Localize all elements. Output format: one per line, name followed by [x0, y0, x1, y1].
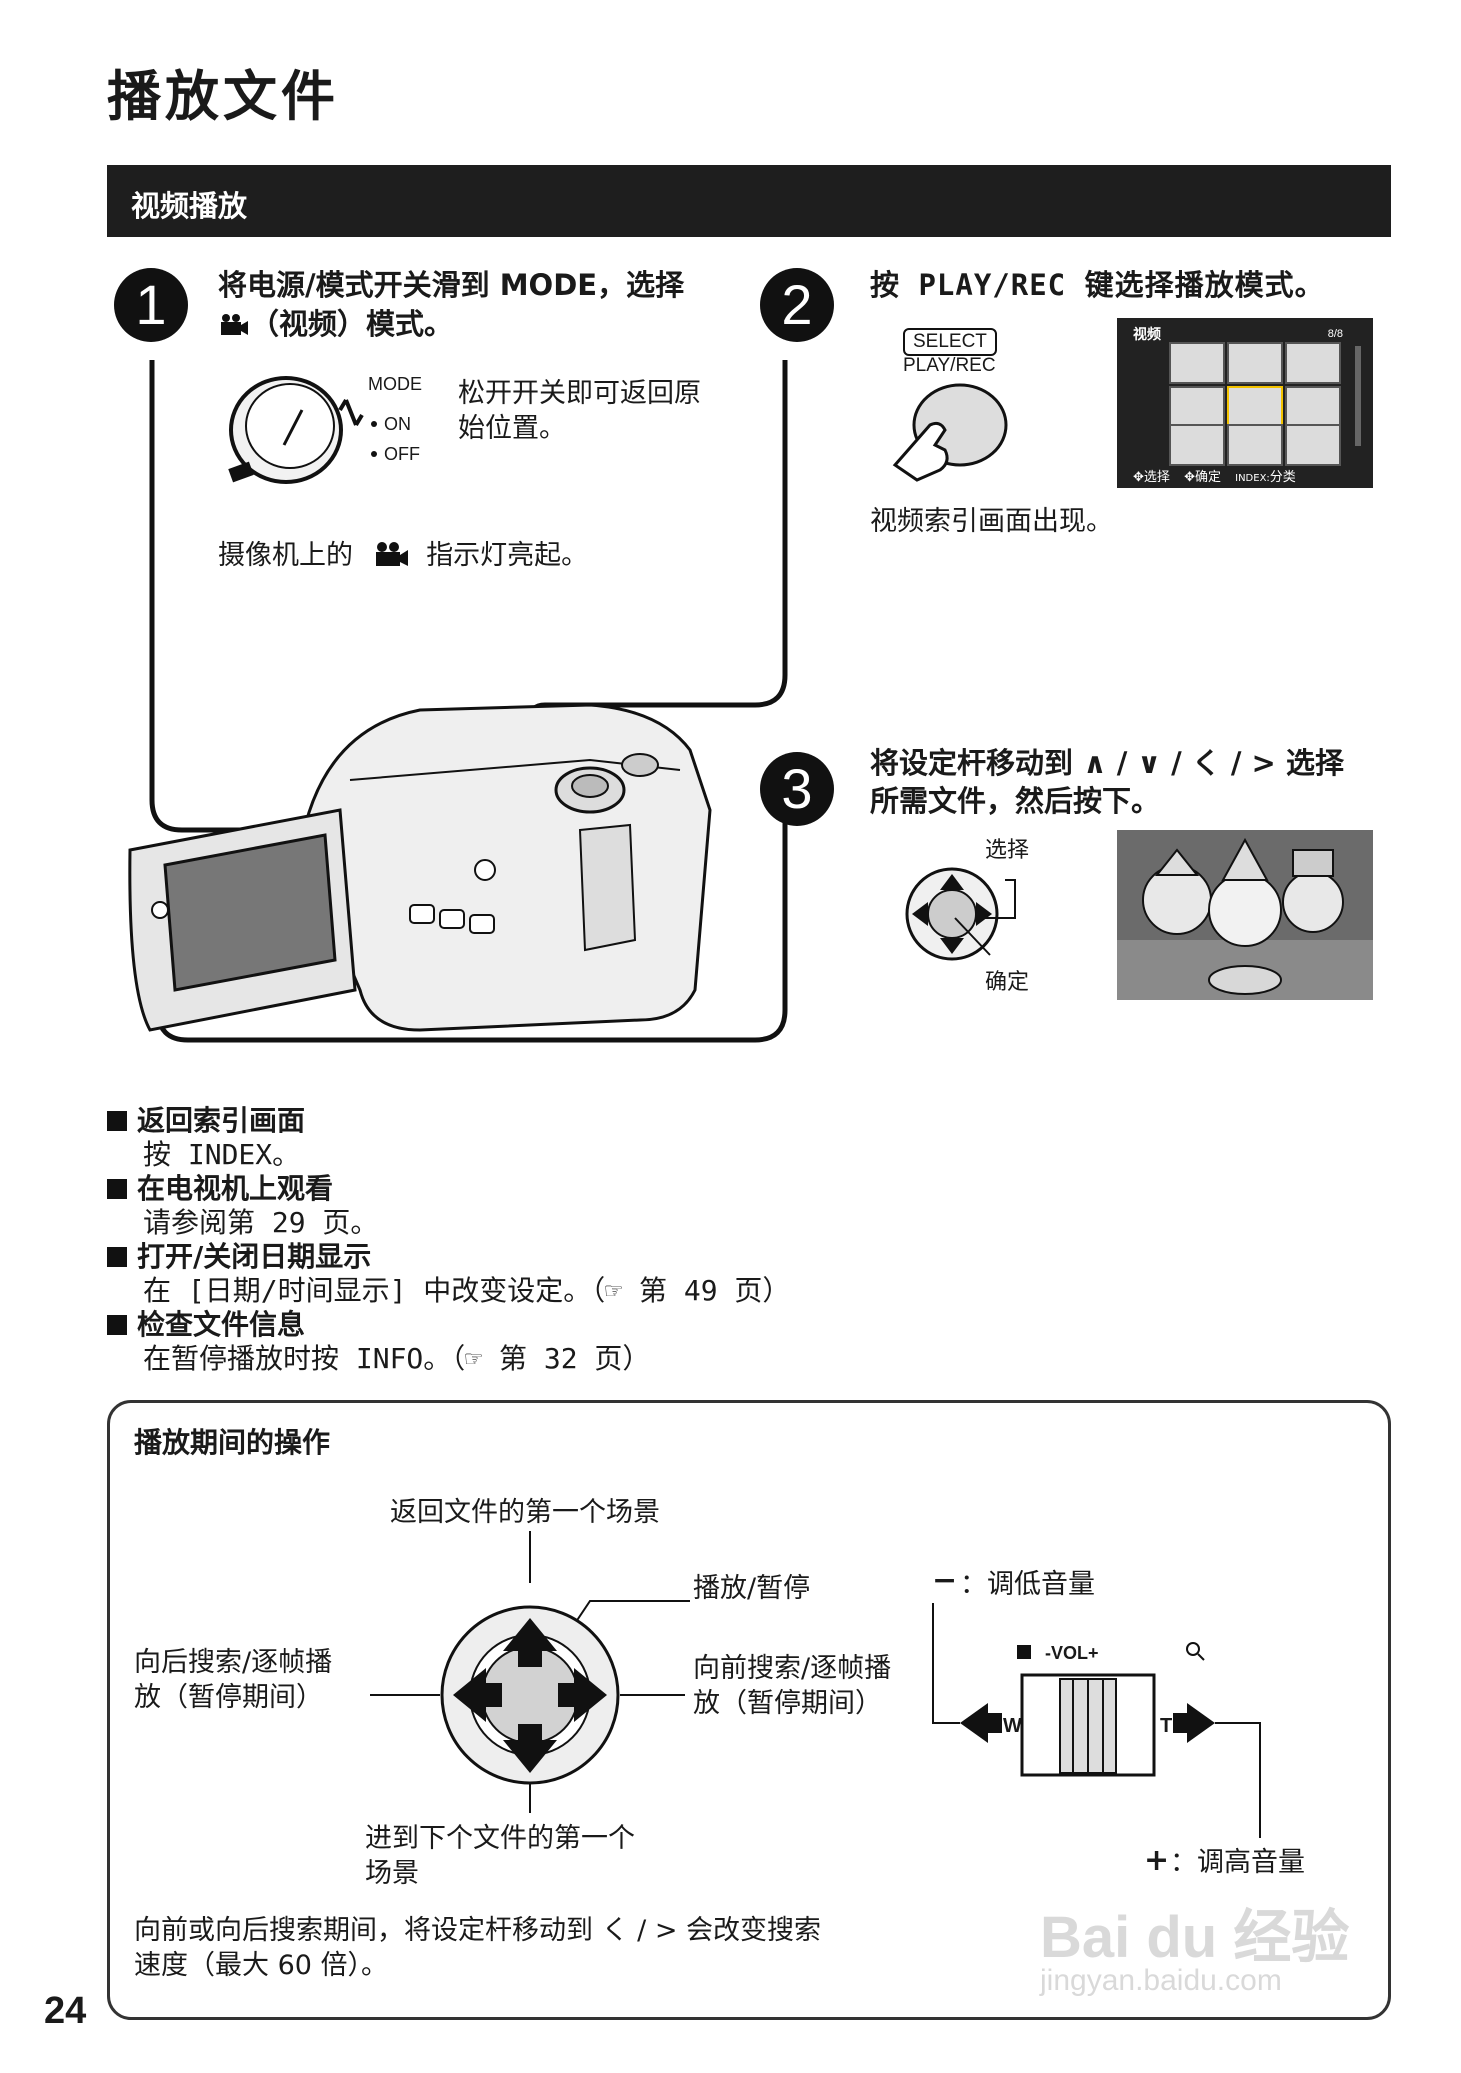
zoom-w-label: W [1003, 1715, 1022, 1737]
wide-zoom-icon [1017, 1645, 1031, 1659]
video-mode-icon [218, 308, 250, 335]
step-2-number: 2 [760, 268, 834, 342]
lever-label-select: 选择 [985, 838, 1030, 863]
note-4-body: 在暂停播放时按 INFO。（☞ 第 32 页） [143, 1342, 651, 1375]
index-screen-count: 8/8 [1327, 328, 1343, 340]
op-center-label: 播放/暂停 [693, 1573, 811, 1604]
set-lever-small[interactable] [900, 860, 1030, 970]
camcorder-illustration [128, 703, 712, 1032]
step-3-number: 3 [760, 752, 834, 826]
joystick-small-icon: ✥ [1133, 470, 1144, 485]
video-index-screen: 视频 8/8 ✥选择 ✥确定 INDEX:分类 [1117, 318, 1373, 488]
step-2-instruction: 按 PLAY/REC 键选择播放模式。 [870, 268, 1325, 302]
playback-picture [1117, 830, 1373, 1000]
index-thumbnail [1285, 342, 1341, 384]
op-down-label-line1: 进到下个文件的第一个 [365, 1823, 635, 1854]
note-3-title: 打开/关闭日期显示 [107, 1240, 1007, 1274]
video-lamp-icon [370, 541, 410, 567]
op-down-label-line2: 场景 [365, 1858, 419, 1889]
watermark-url: jingyan.baidu.com [1040, 1964, 1282, 1997]
op-right-label-line2: 放（暂停期间） [693, 1688, 882, 1719]
index-screen-footer: ✥选择 ✥确定 INDEX:分类 [1133, 470, 1296, 485]
release-note-line1: 松开开关即可返回原 [458, 378, 701, 409]
index-thumbnail [1285, 386, 1341, 428]
step-3-instruction-line2: 所需文件，然后按下。 [870, 784, 1161, 818]
switch-label-on: ON [384, 414, 411, 434]
vol-minus-label: ：调低音量 [960, 1569, 1095, 1600]
note-2-title: 在电视机上观看 [107, 1172, 1007, 1206]
note-4-title: 检查文件信息 [107, 1308, 1007, 1342]
vol-plus-sign: + [1144, 1843, 1170, 1878]
op-up-label: 返回文件的第一个场景 [390, 1497, 660, 1528]
page-number: 24 [44, 1990, 87, 2032]
indicator-note: 摄像机上的 指示灯亮起。 [218, 540, 589, 571]
lever-label-ok: 确定 [985, 970, 1030, 995]
zoom-volume-lever[interactable] [910, 1583, 1370, 1863]
step-3-instruction-line1: 将设定杆移动到 ∧ / ∨ / く / > 选择 [870, 746, 1344, 780]
index-thumbnail-selected [1227, 386, 1283, 428]
section-header: 视频播放 [131, 189, 248, 223]
search-speed-note-line1: 向前或向后搜索期间，将设定杆移动到 く / > 会改变搜索 [134, 1915, 822, 1946]
note-3-body: 在 [日期/时间显示] 中改变设定。（☞ 第 49 页） [143, 1274, 791, 1307]
playback-operations-box: 播放期间的操作 返回文件的第一个场景 播放/暂停 向后搜索/逐帧播 放（暂停期间… [107, 1400, 1391, 2020]
index-thumbnail [1285, 424, 1341, 466]
search-speed-note-line2: 速度（最大 60 倍）。 [134, 1950, 389, 1981]
index-thumbnail [1227, 342, 1283, 384]
switch-label-off: OFF [384, 444, 420, 464]
zoom-t-label: T [1160, 1715, 1173, 1737]
step-1-instruction-line2: （视频）模式。 [218, 305, 453, 343]
vol-plus-label: ：调高音量 [1170, 1847, 1305, 1878]
joystick-small-icon: ✥ [1184, 470, 1195, 485]
index-thumbnail [1169, 342, 1225, 384]
tele-zoom-icon [1186, 1642, 1200, 1656]
section-header-bar: 视频播放 [107, 165, 1391, 237]
playrec-button-label: PLAY/REC [903, 355, 996, 376]
index-screen-title: 视频 [1133, 327, 1161, 343]
switch-label-mode: MODE [368, 374, 422, 394]
operations-title: 播放期间的操作 [134, 1426, 331, 1459]
note-2-body: 请参阅第 29 页。 [143, 1206, 379, 1239]
page-title: 播放文件 [107, 65, 339, 128]
release-note-line2: 始位置。 [458, 413, 566, 444]
select-button-label: SELECT [903, 328, 997, 356]
vol-minus-sign: − [932, 1563, 958, 1598]
index-thumbnail [1227, 424, 1283, 466]
op-right-label-line1: 向前搜索/逐帧播 [693, 1653, 892, 1684]
note-1-body: 按 INDEX。 [143, 1138, 301, 1171]
power-mode-dial-illustration [228, 376, 377, 484]
step-1-number: 1 [114, 268, 188, 342]
playrec-button[interactable] [885, 380, 1015, 485]
step-1-instruction-line1: 将电源/模式开关滑到 MODE，选择 [218, 268, 685, 302]
index-thumbnail [1169, 424, 1225, 466]
watermark-logo: Bai du 经验 [1040, 1905, 1350, 1970]
step-2-caption: 视频索引画面出现。 [870, 506, 1113, 537]
vol-label: -VOL+ [1045, 1643, 1099, 1663]
note-1-title: 返回索引画面 [107, 1104, 1007, 1138]
op-left-label-line1: 向后搜索/逐帧播 [134, 1647, 333, 1678]
op-left-label-line2: 放（暂停期间） [134, 1682, 323, 1713]
index-thumbnail [1169, 386, 1225, 428]
notes-list: 返回索引画面 按 INDEX。 在电视机上观看 请参阅第 29 页。 打开/关闭… [107, 1104, 1007, 1376]
set-lever-large[interactable] [110, 1403, 1390, 1903]
index-scrollbar [1355, 346, 1361, 446]
